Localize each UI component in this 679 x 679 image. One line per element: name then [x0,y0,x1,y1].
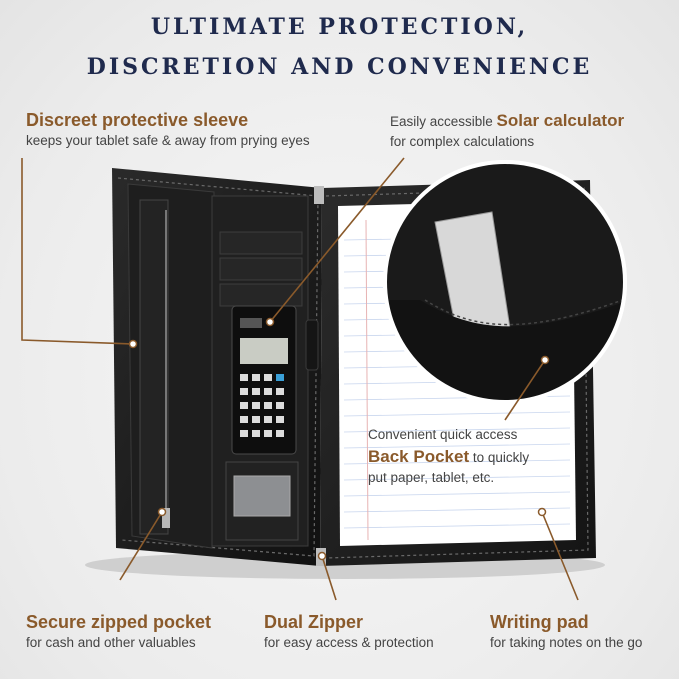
pen-loop [305,319,319,371]
leader-sleeve [21,158,133,345]
zipper-stitch-left [117,177,319,557]
feature-writing-pad-desc: for taking notes on the go [490,635,643,651]
leader-dual-zipper [321,555,337,601]
id-window [233,475,291,517]
feature-calculator-title: Solar calculator [496,111,625,130]
feature-sleeve-desc: keeps your tablet safe & away from pryin… [26,133,310,149]
solar-cell [240,318,262,328]
back-pocket-closeup [383,160,627,404]
feature-writing-pad: Writing pad for taking notes on the go [490,610,642,653]
card-slot-2 [219,257,303,281]
zipper-pull [162,508,170,528]
zipped-pocket [139,199,169,535]
card-slot-1 [219,231,303,255]
feature-writing-pad-title: Writing pad [490,612,589,632]
feature-back-pocket: Convenient quick access Back Pocket to q… [368,426,529,487]
feature-back-pocket-pre: Convenient quick access [368,427,518,442]
feature-dual-zipper-title: Dual Zipper [264,612,364,632]
feature-dual-zipper: Dual Zipper for easy access & protection [264,610,434,653]
leader-zipped-pocket [119,511,163,581]
leader-calculator [269,157,405,323]
feature-back-pocket-post: to quickly [469,450,530,466]
leader-writing-pad [541,511,579,601]
feature-dual-zipper-desc: for easy access & protection [264,635,434,651]
feature-zipped-pocket: Secure zipped pocket for cash and other … [26,610,211,653]
feature-sleeve: Discreet protective sleeve keeps your ta… [26,108,310,151]
headline-line-1: ULTIMATE PROTECTION, [150,14,529,40]
feature-calculator-desc: for complex calculations [390,133,535,149]
calculator-display [240,338,288,364]
feature-zipped-pocket-title: Secure zipped pocket [26,612,212,632]
zipper-pull-top [314,186,324,204]
feature-back-pocket-desc: put paper, tablet, etc. [368,470,495,486]
headline-line-2: DISCRETION AND CONVENIENCE [86,54,593,80]
feature-back-pocket-title: Back Pocket [368,447,470,467]
pad-margin-line [365,219,369,541]
feature-calculator: Easily accessible Solar calculator for c… [390,110,624,151]
calculator-keys [240,374,284,437]
leader-back-pocket [504,359,546,421]
feature-zipped-pocket-desc: for cash and other valuables [26,635,196,651]
feature-calculator-pre: Easily accessible [390,114,497,129]
card-slot-3 [219,283,303,307]
feature-sleeve-title: Discreet protective sleeve [26,110,249,130]
